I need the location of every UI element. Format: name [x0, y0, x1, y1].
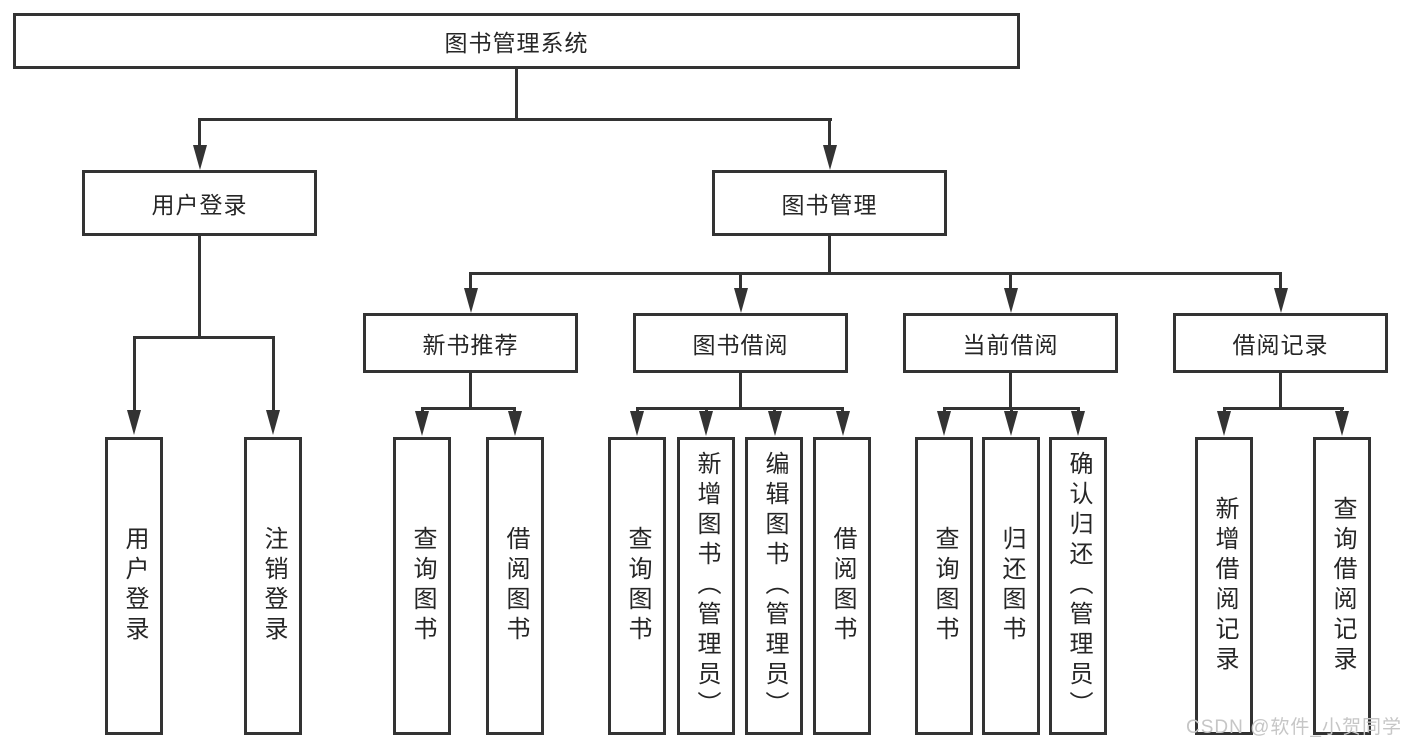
- node-book-borrow: 图书借阅: [633, 313, 848, 373]
- arrowhead-down: [193, 145, 207, 170]
- leaf-query-book-1: 查询图书: [393, 437, 451, 735]
- connector-line-v: [1279, 373, 1282, 407]
- leaf-add-book-admin: 新增图书（管理员）: [677, 437, 735, 735]
- connector-line-v: [515, 69, 518, 118]
- arrowhead-down: [266, 410, 280, 435]
- connector-line-v: [1009, 373, 1012, 407]
- arrowhead-down: [1071, 411, 1085, 436]
- leaf-query-book-2: 查询图书: [608, 437, 666, 735]
- leaf-logout: 注销登录: [244, 437, 302, 735]
- arrowhead-down: [127, 410, 141, 435]
- node-new-book-recommend: 新书推荐: [363, 313, 578, 373]
- arrowhead-down: [415, 411, 429, 436]
- node-user-login: 用户登录: [82, 170, 317, 236]
- leaf-user-login: 用户登录: [105, 437, 163, 735]
- leaf-return-book: 归还图书: [982, 437, 1040, 735]
- csdn-watermark: CSDN @软件_小贺同学: [1186, 717, 1402, 738]
- connector-line-v: [469, 272, 472, 290]
- arrowhead-down: [734, 288, 748, 313]
- leaf-query-borrow-record: 查询借阅记录: [1313, 437, 1371, 735]
- connector-line-v: [198, 118, 201, 148]
- connector-line-v: [1009, 272, 1012, 290]
- arrowhead-down: [464, 288, 478, 313]
- connector-line-v: [739, 373, 742, 407]
- arrowhead-down: [1335, 411, 1349, 436]
- arrowhead-down: [836, 411, 850, 436]
- connector-line-v: [739, 272, 742, 290]
- arrowhead-down: [508, 411, 522, 436]
- connector-line-h: [469, 272, 1282, 275]
- arrowhead-down: [1004, 411, 1018, 436]
- leaf-edit-book-admin: 编辑图书（管理员）: [745, 437, 803, 735]
- node-book-management: 图书管理: [712, 170, 947, 236]
- connector-line-h: [636, 407, 844, 410]
- connector-line-h: [1223, 407, 1344, 410]
- leaf-query-book-3: 查询图书: [915, 437, 973, 735]
- arrowhead-down: [1004, 288, 1018, 313]
- arrowhead-down: [823, 145, 837, 170]
- leaf-borrow-book-1: 借阅图书: [486, 437, 544, 735]
- arrowhead-down: [630, 411, 644, 436]
- connector-line-v: [828, 118, 831, 148]
- node-borrow-records: 借阅记录: [1173, 313, 1388, 373]
- arrowhead-down: [699, 411, 713, 436]
- connector-line-h: [198, 118, 832, 121]
- arrowhead-down: [1217, 411, 1231, 436]
- connector-line-h: [133, 336, 275, 339]
- connector-line-v: [828, 236, 831, 272]
- connector-line-h: [421, 407, 516, 410]
- arrowhead-down: [1274, 288, 1288, 313]
- connector-line-v: [272, 336, 275, 412]
- leaf-add-borrow-record: 新增借阅记录: [1195, 437, 1253, 735]
- arrowhead-down: [937, 411, 951, 436]
- arrowhead-down: [768, 411, 782, 436]
- connector-line-v: [198, 236, 201, 336]
- leaf-confirm-return-admin: 确认归还（管理员）: [1049, 437, 1107, 735]
- node-current-borrow: 当前借阅: [903, 313, 1118, 373]
- leaf-borrow-book-2: 借阅图书: [813, 437, 871, 735]
- connector-line-v: [133, 336, 136, 412]
- connector-line-v: [1279, 272, 1282, 290]
- connector-line-v: [469, 373, 472, 407]
- node-library-system: 图书管理系统: [13, 13, 1020, 69]
